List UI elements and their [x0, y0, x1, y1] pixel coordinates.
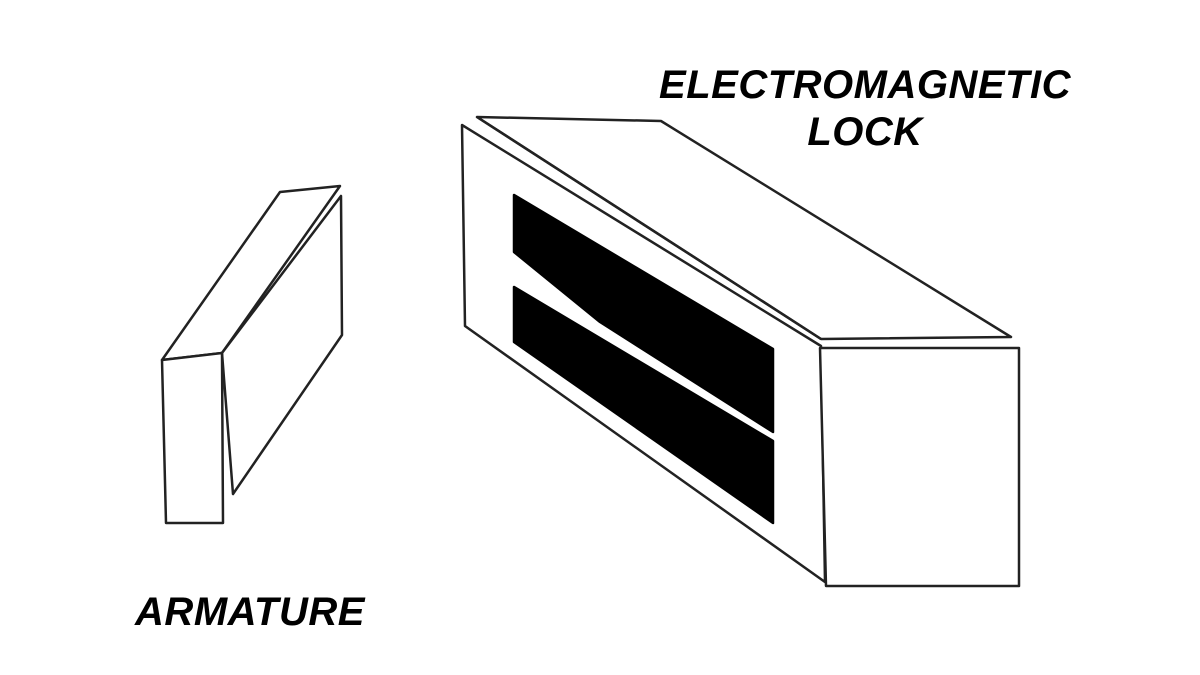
- lock-label-line1: ELECTROMAGNETIC: [659, 63, 1071, 107]
- lock-end-face: [818, 346, 1021, 588]
- lock-label-line2: LOCK: [807, 110, 923, 154]
- armature: [160, 184, 344, 525]
- armature-side-face: [220, 194, 344, 496]
- armature-front-face: [160, 351, 225, 525]
- armature-label: ARMATURE: [135, 590, 365, 634]
- magnet-slot-lower: [512, 285, 775, 525]
- electromagnetic-lock: [460, 115, 1021, 588]
- lock-edge-line: [476, 115, 822, 341]
- magnet-slot-upper: [512, 193, 775, 434]
